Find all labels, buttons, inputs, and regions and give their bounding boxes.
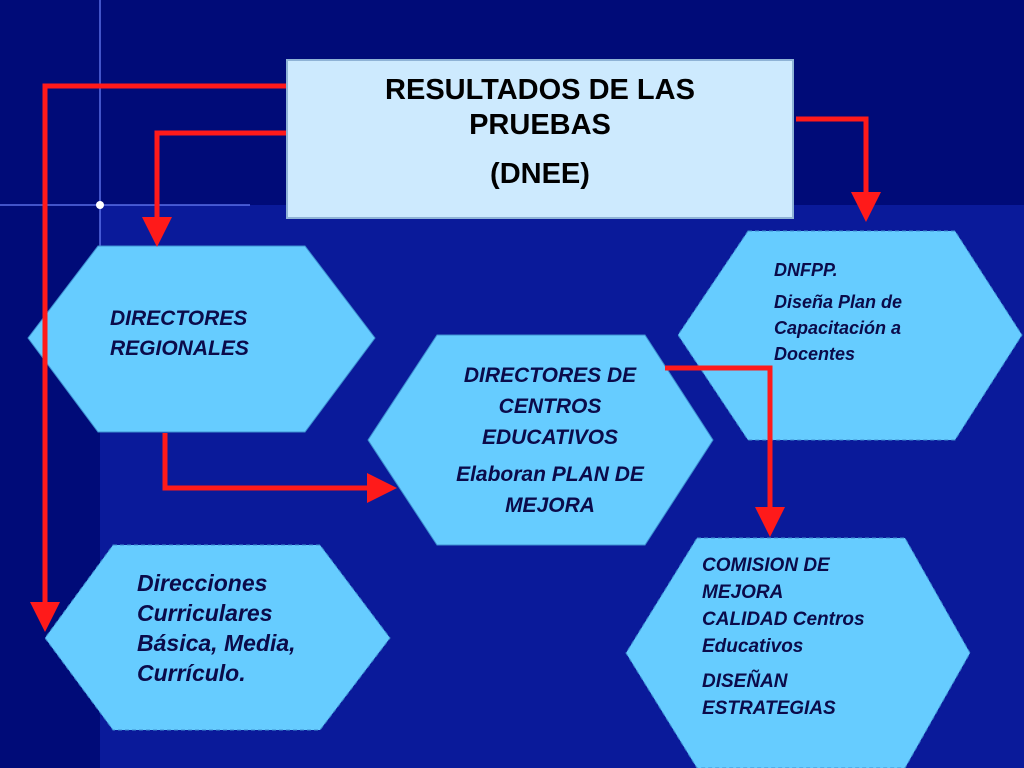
arrow-to-directores-centros: [162, 433, 397, 503]
label-dnfpp: DNFPP. Diseña Plan de Capacitación a Doc…: [774, 257, 949, 367]
hexagon-direcciones-curriculares: [44, 544, 391, 731]
label-comision: COMISION DE MEJORA CALIDAD Centros Educa…: [702, 552, 867, 722]
arrow-to-directores-regionales: [142, 130, 286, 247]
resultados-title: RESULTADOS DE LAS PRUEBAS: [385, 74, 695, 141]
label-directores-regionales: DIRECTORES REGIONALES: [110, 304, 290, 364]
disenan-estrategias-text: DISEÑAN ESTRATEGIAS: [702, 671, 836, 719]
dnfpp-text: DNFPP.: [774, 260, 838, 280]
elaboran-plan-text: Elaboran PLAN DE MEJORA: [456, 463, 644, 517]
arrow-to-dnfpp: [796, 116, 881, 222]
label-directores-centros: DIRECTORES DE CENTROS EDUCATIVOS Elabora…: [440, 360, 660, 521]
hexagon-dnfpp: [677, 230, 1023, 441]
hexagon-directores-regionales: [27, 245, 376, 433]
sparkle-icon: [0, 0, 250, 250]
hexagon-comision: [625, 537, 971, 768]
arrow-to-direcciones-curriculares: [30, 83, 293, 632]
disena-plan-text: Diseña Plan de Capacitación a Docentes: [774, 292, 903, 364]
resultados-box: RESULTADOS DE LAS PRUEBAS (DNEE): [286, 59, 794, 219]
resultados-subtitle: (DNEE): [490, 158, 590, 190]
directores-regionales-text: DIRECTORES REGIONALES: [110, 307, 249, 360]
directores-centros-text: DIRECTORES DE CENTROS EDUCATIVOS: [463, 364, 637, 449]
arrow-to-comision: [665, 365, 785, 537]
comision-text: COMISION DE MEJORA CALIDAD Centros Educa…: [702, 555, 865, 657]
label-direcciones-curriculares: Direcciones Curriculares Básica, Media, …: [137, 568, 302, 688]
hexagon-directores-centros: [367, 334, 714, 546]
direcciones-curriculares-text: Direcciones Curriculares Básica, Media, …: [137, 570, 296, 686]
